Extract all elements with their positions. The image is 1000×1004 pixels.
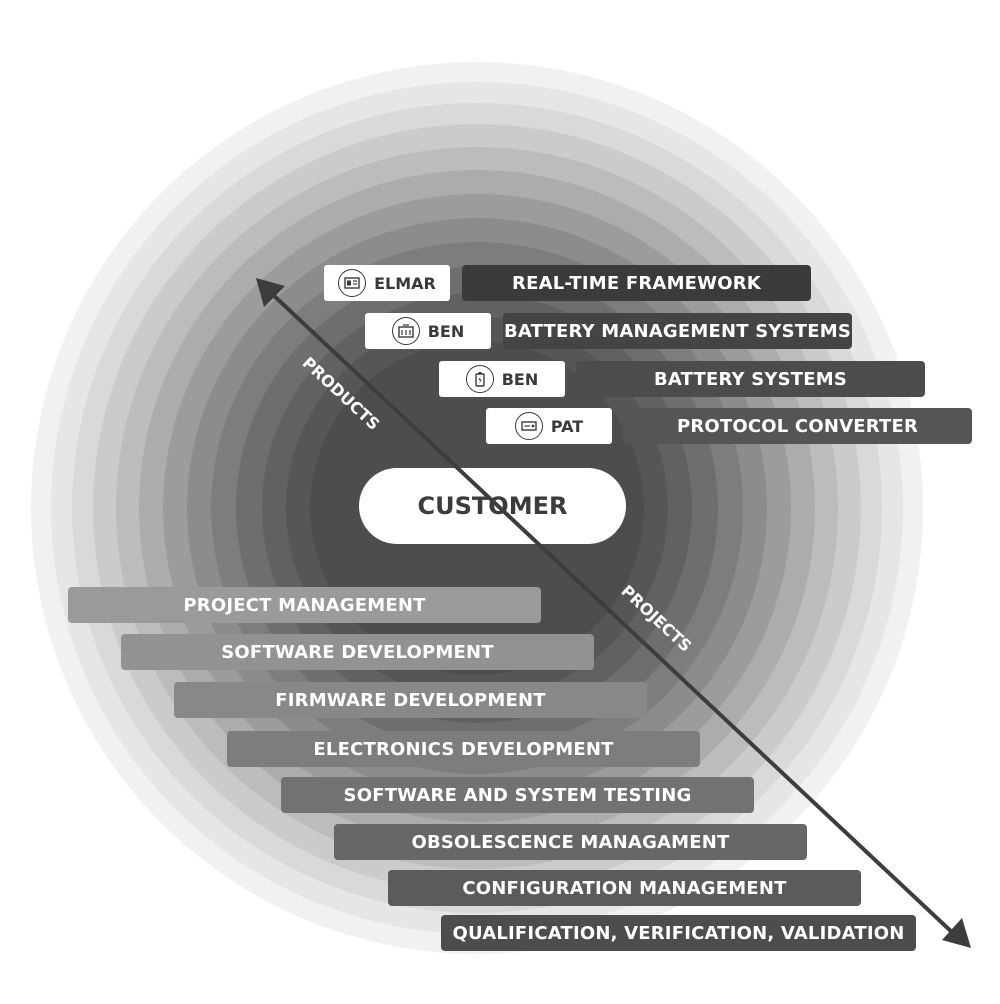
service-bar-configuration-management: CONFIGURATION MANAGEMENT xyxy=(388,870,861,906)
tag-label: BEN xyxy=(501,369,539,389)
product-bar-real-time-framework: REAL-TIME FRAMEWORK xyxy=(462,265,811,301)
protocol-converter-icon xyxy=(514,412,543,440)
product-bar-battery-systems: BATTERY SYSTEMS xyxy=(576,361,925,397)
product-tag-ben-bms: BEN xyxy=(365,313,491,349)
product-tag-elmar: ELMAR xyxy=(324,265,450,301)
service-bar-software-development: SOFTWARE DEVELOPMENT xyxy=(121,634,594,670)
battery-icon xyxy=(465,365,494,393)
service-bar-firmware-development: FIRMWARE DEVELOPMENT xyxy=(174,682,647,718)
product-tag-ben-battery: BEN xyxy=(439,361,565,397)
product-tag-pat: PAT xyxy=(486,408,612,444)
product-bar-protocol-converter: PROTOCOL CONVERTER xyxy=(623,408,972,444)
customer-center: CUSTOMER xyxy=(359,468,626,544)
service-bar-project-management: PROJECT MANAGEMENT xyxy=(68,587,541,623)
tag-label: BEN xyxy=(427,321,465,341)
service-bar-electronics-development: ELECTRONICS DEVELOPMENT xyxy=(227,731,700,767)
product-bar-battery-management-systems: BATTERY MANAGEMENT SYSTEMS xyxy=(503,313,852,349)
service-bar-software-and-system-testing: SOFTWARE AND SYSTEM TESTING xyxy=(281,777,754,813)
tag-label: ELMAR xyxy=(374,273,436,293)
bms-board-icon xyxy=(391,317,420,345)
tag-label: PAT xyxy=(550,416,584,436)
service-bar-obsolescence-managament: OBSOLESCENCE MANAGAMENT xyxy=(334,824,807,860)
module-icon xyxy=(338,269,367,297)
service-bar-qualification-verification-validation: QUALIFICATION, VERIFICATION, VALIDATION xyxy=(441,915,916,951)
